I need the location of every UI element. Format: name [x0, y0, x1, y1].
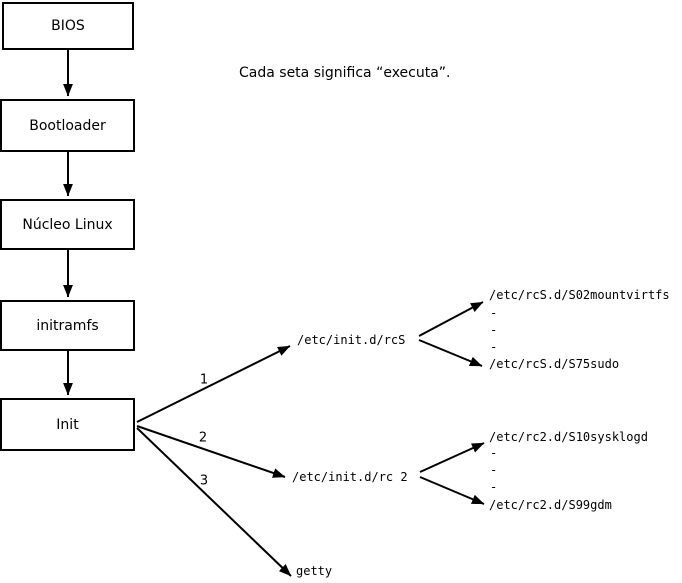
ellipsis-dash: - — [490, 306, 498, 320]
arrow-rc2-to-s10sysklogd — [419, 442, 485, 473]
ellipsis-dash: - — [490, 340, 498, 354]
arrow-init-to-rcs — [136, 345, 291, 423]
ellipsis-dash: - — [490, 323, 498, 337]
arrow-rcs-to-s75sudo — [418, 339, 483, 367]
path-rcs-d-s02mountvirtfs: /etc/rcS.d/S02mountvirtfs — [489, 288, 670, 302]
ellipsis-dash: - — [490, 480, 498, 494]
edge-label-2: 2 — [198, 430, 208, 446]
ellipsis-dash: - — [490, 446, 498, 460]
node-bootloader: Bootloader — [0, 99, 135, 152]
ellipsis-dash: - — [490, 463, 498, 477]
arrow-rc2-to-s99gdm — [419, 476, 485, 505]
node-initramfs-label: initramfs — [36, 317, 99, 334]
node-init-label: Init — [56, 416, 79, 433]
path-init-d-rc2: /etc/init.d/rc 2 — [292, 470, 408, 484]
legend-note: Cada seta significa “executa”. — [239, 65, 451, 81]
arrow-init-to-rc2 — [136, 425, 286, 478]
arrow-init-to-getty — [136, 427, 292, 577]
node-bootloader-label: Bootloader — [29, 117, 106, 134]
arrow-rcs-to-s02mountvirtfs — [418, 301, 484, 337]
path-rc2-d-s99gdm: /etc/rc2.d/S99gdm — [489, 498, 612, 512]
node-initramfs: initramfs — [0, 300, 135, 351]
node-nucleo-linux: Núcleo Linux — [0, 199, 135, 250]
edge-label-1: 1 — [199, 372, 209, 388]
path-init-d-rcs: /etc/init.d/rcS — [297, 333, 406, 347]
node-init: Init — [0, 398, 135, 451]
node-bios-label: BIOS — [51, 18, 85, 34]
node-bios: BIOS — [2, 2, 134, 50]
node-nucleo-linux-label: Núcleo Linux — [22, 216, 113, 233]
path-rcs-d-s75sudo: /etc/rcS.d/S75sudo — [489, 357, 620, 371]
path-getty: getty — [296, 564, 333, 578]
edge-label-3: 3 — [199, 473, 209, 489]
path-rc2-d-s10sysklogd: /etc/rc2.d/S10sysklogd — [489, 430, 648, 444]
